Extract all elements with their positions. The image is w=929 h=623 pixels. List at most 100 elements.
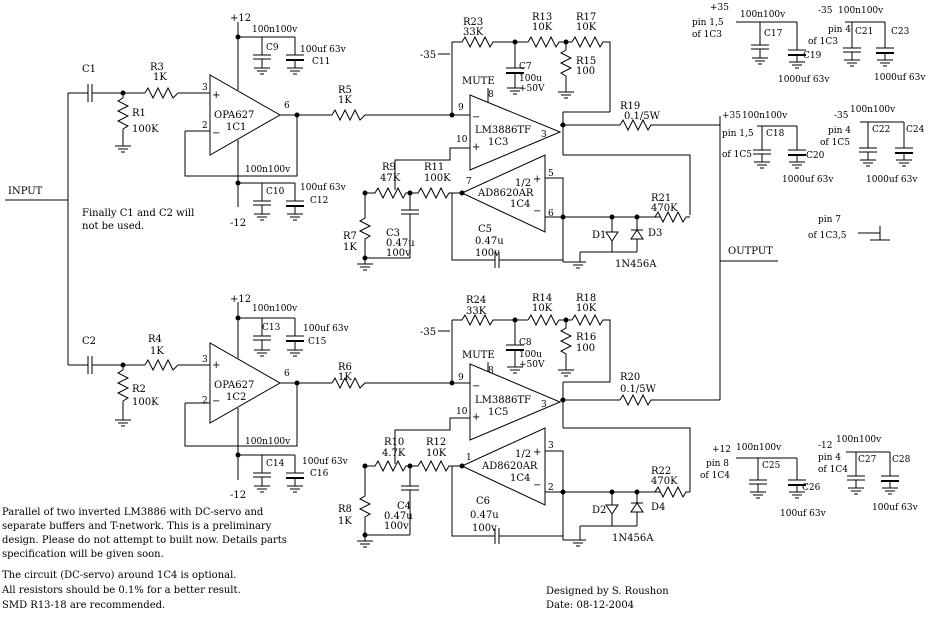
- c2-label: C2: [82, 336, 96, 347]
- svg-text:7: 7: [466, 177, 472, 187]
- svg-text:100n100v: 100n100v: [245, 165, 291, 175]
- svg-text:100n100v: 100n100v: [838, 6, 884, 16]
- r17-value: 10K: [576, 22, 597, 33]
- r4-label: R4: [148, 334, 162, 345]
- svg-text:5: 5: [548, 169, 554, 179]
- svg-text:+50V: +50V: [519, 360, 545, 370]
- r11-label: R11: [424, 162, 444, 173]
- r15-value: 100: [576, 66, 595, 77]
- ad8620-servo-2: [460, 427, 546, 506]
- svg-text:The circuit (DC-servo) around: The circuit (DC-servo) around 1C4 is opt…: [2, 570, 236, 581]
- ic3-label: 1C3: [488, 137, 508, 148]
- designer-credit: Designed by S. Roushon: [546, 586, 669, 597]
- svg-text:+35: +35: [722, 111, 741, 121]
- mute-label-2: MUTE: [462, 350, 495, 361]
- r10-value: 4.7K: [382, 448, 406, 459]
- ad8620-servo-1: [460, 154, 546, 233]
- svg-text:3: 3: [541, 130, 547, 140]
- r14-label: R14: [532, 293, 552, 304]
- c5-label: C5: [478, 224, 492, 235]
- svg-text:C17: C17: [764, 29, 783, 39]
- r24-label: R24: [466, 295, 486, 306]
- svg-text:100n100v: 100n100v: [836, 435, 882, 445]
- d3-label: D3: [648, 228, 662, 239]
- svg-text:Parallel of two inverted LM388: Parallel of two inverted LM3886 with DC-…: [2, 507, 264, 518]
- svg-text:100v: 100v: [472, 523, 497, 534]
- r15-label: R15: [576, 56, 596, 67]
- c10-label: C10: [266, 187, 285, 197]
- c1c2-note-line2: not be used.: [82, 221, 144, 232]
- svg-text:−: −: [533, 480, 541, 491]
- svg-text:pin 4: pin 4: [828, 126, 851, 136]
- svg-text:9: 9: [458, 103, 464, 113]
- svg-text:1: 1: [466, 453, 472, 463]
- c13-label: C13: [262, 323, 281, 333]
- svg-text:100uf 63v: 100uf 63v: [872, 503, 919, 513]
- mute-label: MUTE: [462, 76, 495, 87]
- svg-text:1000uf 63v: 1000uf 63v: [866, 175, 918, 185]
- lm3886-1c3: [469, 94, 562, 171]
- svg-text:pin 8: pin 8: [706, 459, 729, 469]
- r11-value: 100K: [424, 173, 451, 184]
- r23-label: R23: [463, 17, 483, 28]
- r12-value: 10K: [426, 448, 447, 459]
- svg-text:-35: -35: [818, 6, 833, 16]
- svg-text:−: −: [472, 112, 480, 123]
- svg-text:100v: 100v: [386, 248, 411, 259]
- r3-label: R3: [150, 62, 164, 73]
- svg-text:pin 4: pin 4: [818, 453, 841, 463]
- opa627-label: OPA627: [214, 110, 254, 121]
- svg-text:C22: C22: [872, 125, 890, 135]
- svg-text:100n100v: 100n100v: [245, 437, 291, 447]
- svg-text:of 1C3: of 1C3: [808, 37, 838, 47]
- svg-text:100u: 100u: [519, 350, 542, 360]
- svg-text:pin 7: pin 7: [818, 215, 841, 225]
- c3-label: C3: [386, 228, 400, 239]
- svg-text:C26: C26: [802, 483, 821, 493]
- r3-value: 1K: [153, 72, 167, 83]
- svg-text:0.47u: 0.47u: [475, 236, 504, 247]
- r8-label: R8: [338, 504, 352, 515]
- svg-text:100n100v: 100n100v: [252, 304, 298, 314]
- svg-text:+: +: [472, 142, 480, 153]
- r9-label: R9: [382, 162, 396, 173]
- r21-value: 470K: [651, 203, 678, 214]
- svg-text:100uf 63v: 100uf 63v: [780, 509, 827, 519]
- svg-text:-35: -35: [834, 111, 849, 121]
- svg-text:8: 8: [488, 90, 494, 100]
- svg-text:9: 9: [458, 373, 464, 383]
- svg-text:100uf 63v: 100uf 63v: [300, 45, 347, 55]
- svg-text:−: −: [472, 381, 480, 392]
- ad8620-label-2: AD8620AR: [481, 461, 538, 472]
- channel-2: C2 R2 100K R4 1K + − 3 2 OPA627 1C2 6 +1…: [68, 293, 720, 548]
- svg-text:−: −: [212, 396, 220, 407]
- r23-value: 33K: [463, 27, 484, 38]
- svg-text:100uf 63v: 100uf 63v: [300, 183, 347, 193]
- svg-text:+12: +12: [712, 445, 731, 455]
- r22-value: 470K: [651, 476, 678, 487]
- c6-label: C6: [476, 496, 490, 507]
- svg-text:1/2: 1/2: [515, 449, 531, 460]
- svg-text:0.47u: 0.47u: [384, 511, 413, 522]
- channel-1: C1 R1 100K R3 1K + − 3 2 OPA627 1C1 6 +1…: [68, 12, 720, 271]
- r21-label: R21: [651, 193, 671, 204]
- r2-value: 100K: [132, 397, 159, 408]
- svg-text:C19: C19: [803, 51, 822, 61]
- r19-label: R19: [620, 101, 640, 112]
- svg-text:2: 2: [202, 396, 208, 406]
- r5-label: R5: [338, 85, 352, 96]
- r13-label: R13: [532, 12, 552, 23]
- diode-type-1: 1N456A: [615, 259, 657, 270]
- svg-text:1000uf 63v: 1000uf 63v: [782, 175, 834, 185]
- svg-text:of 1C4: of 1C4: [700, 471, 730, 481]
- svg-text:+: +: [472, 412, 480, 423]
- buf1-pos-rail: +12: [230, 13, 251, 24]
- c1-label: C1: [82, 64, 96, 75]
- svg-text:3: 3: [202, 83, 208, 93]
- svg-text:100n100v: 100n100v: [736, 443, 782, 453]
- r24-value: 33K: [466, 306, 487, 317]
- svg-text:design. Please do not attempt: design. Please do not attempt to built n…: [2, 535, 287, 546]
- buf2-pos-rail: +12: [230, 294, 251, 305]
- r9-value: 47K: [380, 173, 401, 184]
- d2-label: D2: [592, 505, 606, 516]
